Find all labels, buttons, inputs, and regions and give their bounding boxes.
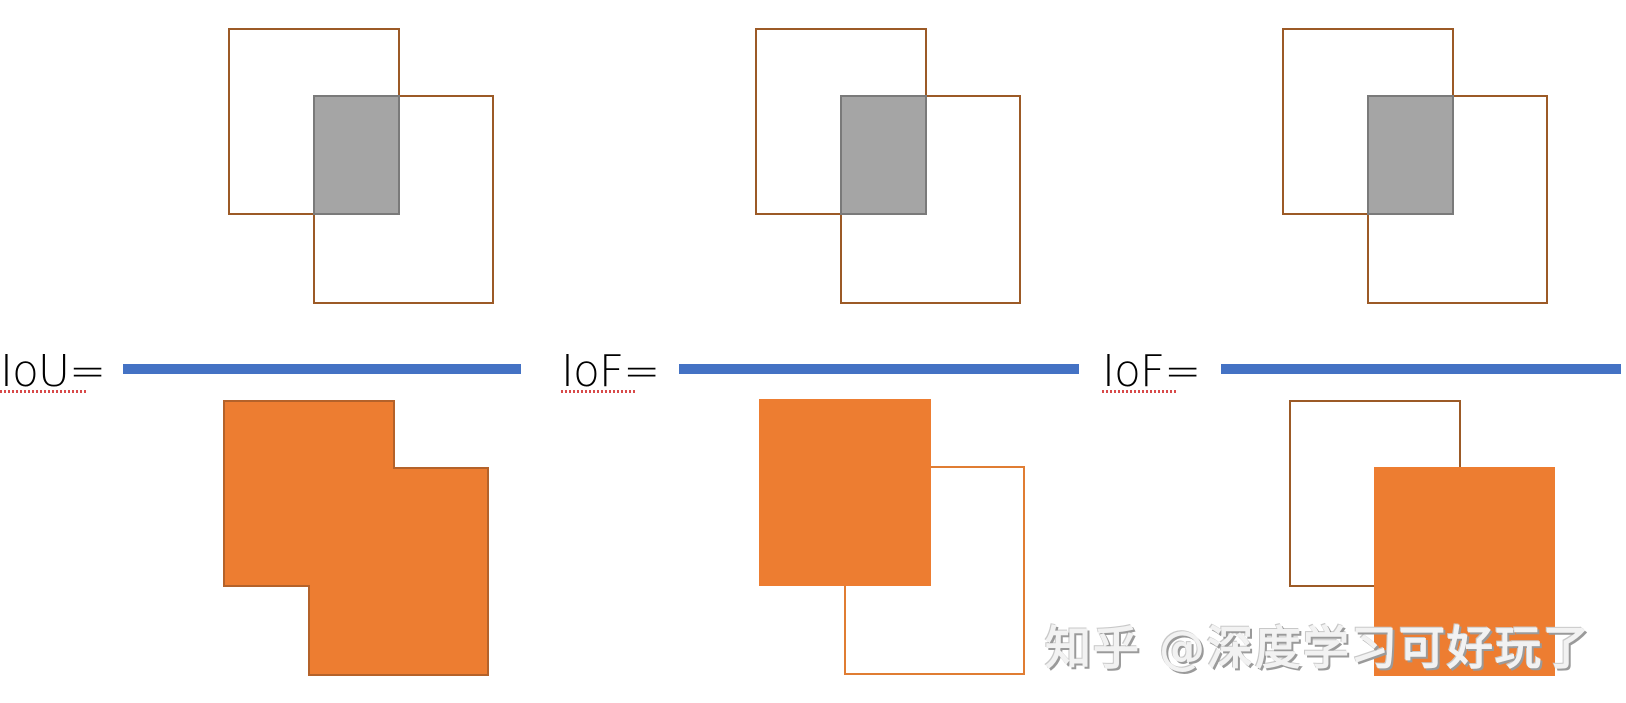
spellcheck-underline xyxy=(0,390,88,393)
formula-label: IoF= xyxy=(1102,346,1201,397)
spellcheck-underline xyxy=(561,390,637,393)
fraction-bar xyxy=(123,364,521,374)
box-a-filled xyxy=(759,399,931,586)
fraction-bar xyxy=(1221,364,1621,374)
intersection-area xyxy=(313,95,400,215)
panel-iof-a: IoF= xyxy=(540,0,1080,703)
formula-label: IoU= xyxy=(0,346,106,397)
watermark: 知乎 @深度学习可好玩了 xyxy=(1045,621,1592,675)
union-area-joint-3 xyxy=(310,469,487,674)
panel-iou: IoU= xyxy=(0,0,540,703)
spellcheck-underline xyxy=(1102,390,1178,393)
fraction-bar xyxy=(679,364,1079,374)
panel-iof-b: IoF= xyxy=(1080,0,1626,703)
formula-label: IoF= xyxy=(561,346,660,397)
box-b-filled xyxy=(1374,467,1555,676)
intersection-area xyxy=(840,95,927,215)
intersection-area xyxy=(1367,95,1454,215)
